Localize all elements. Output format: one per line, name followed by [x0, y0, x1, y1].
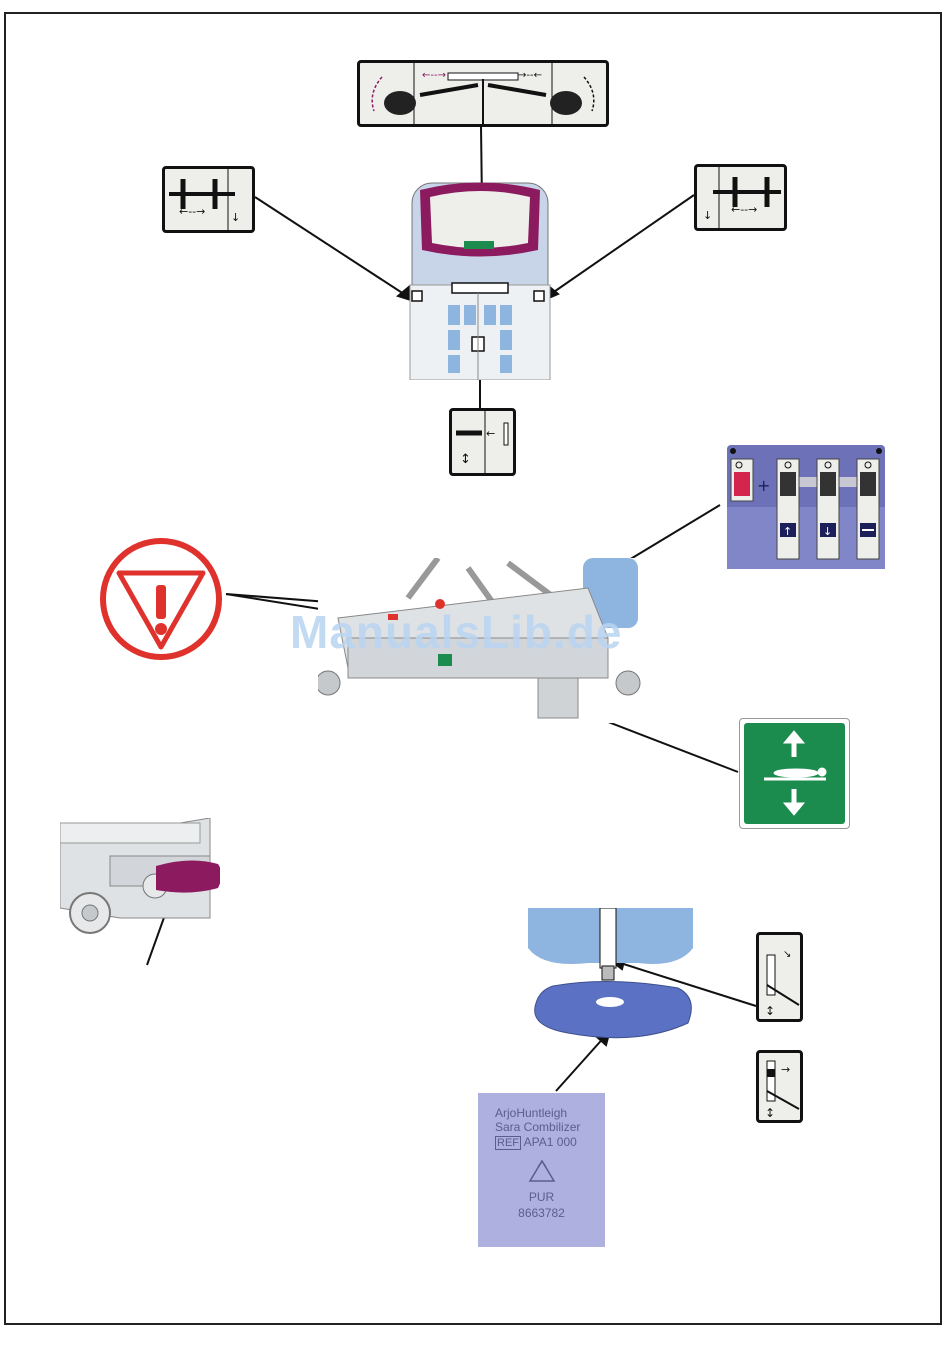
svg-text:←--→: ←--→: [422, 70, 446, 81]
svg-text:↓: ↓: [231, 211, 240, 224]
svg-text:←: ←: [486, 427, 495, 440]
svg-text:+: +: [757, 476, 770, 495]
svg-text:→: →: [781, 1063, 790, 1076]
backrest-adjust-icon: ← ↕: [452, 411, 513, 473]
warning-triangle-icon: [97, 535, 225, 663]
svg-text:↓: ↓: [703, 209, 712, 222]
svg-text:→--←: →--←: [518, 70, 542, 81]
svg-text:↑: ↑: [783, 525, 792, 538]
svg-text:↕: ↕: [765, 1004, 775, 1018]
handle-pivot-icon: ←--→ →--←: [360, 63, 606, 124]
patient-height-adjust-icon: [744, 723, 845, 824]
svg-text:↕: ↕: [460, 452, 471, 467]
control-panel: + ↑ ↓: [727, 445, 885, 569]
column-adjust-label-top: ↘ ↕: [756, 932, 803, 1022]
column-adjust-icon: → ↕: [759, 1053, 800, 1120]
foot-plate-view: [528, 908, 698, 1043]
manufacturer-name: ArjoHuntleigh: [495, 1106, 567, 1120]
svg-text:↓: ↓: [823, 525, 832, 538]
reference-line: REF APA1 000: [495, 1135, 577, 1150]
svg-text:↘: ↘: [783, 949, 791, 960]
product-identification-label: ArjoHuntleigh Sara Combilizer REF APA1 0…: [478, 1093, 605, 1247]
svg-text:←--→: ←--→: [179, 205, 205, 218]
base-strap-view: [60, 818, 220, 943]
watermark: ManualsLib.de: [290, 605, 622, 659]
svg-text:↕: ↕: [765, 1106, 775, 1120]
handle-pivot-label: ←--→ →--←: [357, 60, 609, 127]
material-code: PUR: [478, 1190, 605, 1204]
device-top-view: [400, 175, 560, 380]
backrest-adjust-label: ← ↕: [449, 408, 516, 476]
column-adjust-icon: ↘ ↕: [759, 935, 800, 1019]
arm-slide-icon: ←--→ ↓: [165, 169, 252, 230]
product-name: Sara Combilizer: [495, 1120, 580, 1134]
recycle-icon: [528, 1159, 556, 1185]
ref-tag: REF: [495, 1136, 521, 1150]
control-panel-graphic: + ↑ ↓: [727, 445, 885, 569]
arm-slide-icon: ←--→ ↓: [697, 167, 784, 228]
svg-text:←--→: ←--→: [731, 203, 757, 216]
column-adjust-label-bottom: → ↕: [756, 1050, 803, 1123]
part-number: 8663782: [478, 1206, 605, 1220]
patient-height-adjust-sign: [739, 718, 850, 829]
ref-value: APA1 000: [524, 1135, 577, 1149]
arm-slide-label-right: ←--→ ↓: [694, 164, 787, 231]
arm-slide-label-left: ←--→ ↓: [162, 166, 255, 233]
